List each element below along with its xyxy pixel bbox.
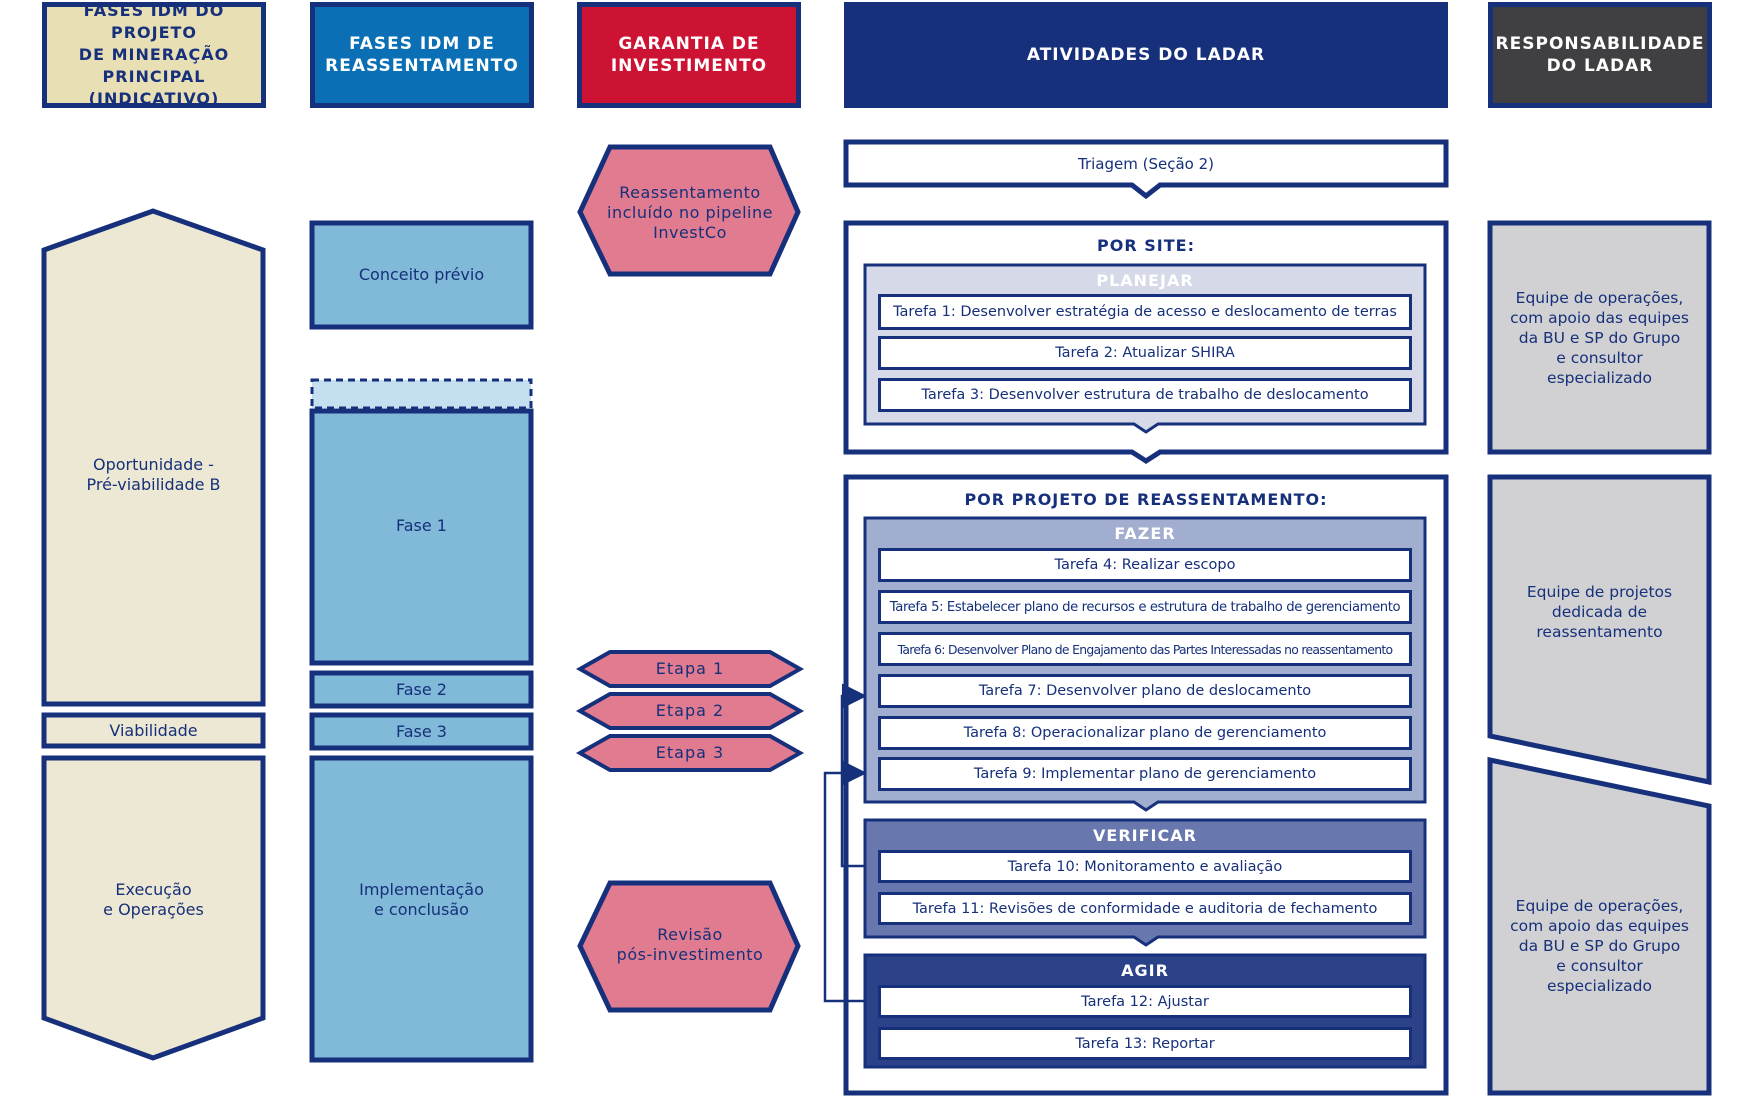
- task-6: Tarefa 6: Desenvolver Plano de Engajamen…: [878, 632, 1412, 666]
- task-8: Tarefa 8: Operacionalizar plano de geren…: [878, 716, 1412, 750]
- phase-placeholder-dashed: [310, 378, 533, 410]
- task-11: Tarefa 11: Revisões de conformidade e au…: [878, 892, 1412, 925]
- feasibility-label: Viabilidade: [109, 720, 198, 740]
- responsibility-ops2-shape: [1487, 756, 1712, 1096]
- concept-phase-shape: [309, 220, 534, 330]
- header-ladar-responsibility: RESPONSABILIDADE DO LADAR: [1488, 2, 1712, 108]
- task-3: Tarefa 3: Desenvolver estrutura de traba…: [878, 378, 1412, 412]
- stage1-label: Etapa 1: [655, 659, 725, 678]
- header-resettlement-phases: FASES IDM DE REASSENTAMENTO: [310, 2, 534, 108]
- task-10: Tarefa 10: Monitoramento e avaliação: [878, 850, 1412, 883]
- responsibility-ops2-label: Equipe de operações, com apoio das equip…: [1510, 897, 1689, 995]
- implementation-phase-shape: [309, 755, 534, 1063]
- header-investment-assurance: GARANTIA DE INVESTIMENTO: [577, 2, 801, 108]
- opportunity-label: Oportunidade - Pré-viabilidade B: [86, 455, 221, 494]
- stage1-shape: [575, 650, 805, 688]
- task-4: Tarefa 4: Realizar escopo: [878, 548, 1412, 582]
- task-13: Tarefa 13: Reportar: [878, 1027, 1412, 1060]
- review-hexagon: [577, 880, 801, 1013]
- implementation-label: Implementação e conclusão: [359, 880, 484, 919]
- per-site-title: POR SITE:: [1097, 235, 1195, 255]
- task-2: Tarefa 2: Atualizar SHIRA: [878, 336, 1412, 370]
- pipeline-label: Reassentamento incluído no pipeline Inve…: [607, 182, 773, 242]
- screening-label: Triagem (Seção 2): [1078, 154, 1214, 173]
- task-9: Tarefa 9: Implementar plano de gerenciam…: [878, 757, 1412, 791]
- phase2-shape: [309, 670, 534, 709]
- pipeline-hexagon: [577, 144, 801, 277]
- feedback-arrow-act-to-t9: [823, 760, 867, 1003]
- stage3-shape: [575, 734, 805, 772]
- phase1-shape: [309, 408, 534, 666]
- execution-phase-shape: [41, 755, 266, 1061]
- responsibility-projects-shape: [1487, 474, 1712, 786]
- header-mining-phases: FASES IDM DO PROJETO DE MINERAÇÃO PRINCI…: [42, 1, 266, 108]
- phase3-label: Fase 3: [396, 721, 447, 741]
- responsibility-ops1-label: Equipe de operações, com apoio das equip…: [1510, 289, 1689, 387]
- task-7: Tarefa 7: Desenvolver plano de deslocame…: [878, 674, 1412, 708]
- opportunity-phase-shape: [41, 208, 266, 707]
- stage3-label: Etapa 3: [655, 743, 725, 762]
- do-label: FAZER: [1114, 523, 1176, 543]
- stage2-label: Etapa 2: [655, 701, 725, 720]
- act-label: AGIR: [1121, 960, 1169, 980]
- phase1-label: Fase 1: [396, 516, 447, 535]
- responsibility-projects-label: Equipe de projetos dedicada de reassenta…: [1526, 583, 1673, 641]
- stage2-shape: [575, 692, 805, 730]
- header-ladar-activities: ATIVIDADES DO LADAR: [844, 2, 1448, 108]
- task-1: Tarefa 1: Desenvolver estratégia de aces…: [878, 294, 1412, 330]
- per-project-title: POR PROJETO DE REASSENTAMENTO:: [964, 489, 1328, 509]
- screening-box: [843, 139, 1449, 200]
- phase2-label: Fase 2: [396, 679, 447, 699]
- phase3-shape: [309, 712, 534, 751]
- task-12: Tarefa 12: Ajustar: [878, 985, 1412, 1018]
- task-5: Tarefa 5: Estabelecer plano de recursos …: [878, 590, 1412, 624]
- check-label: VERIFICAR: [1093, 825, 1197, 845]
- execution-label: Execução e Operações: [103, 880, 204, 919]
- feasibility-phase-shape: [41, 712, 266, 749]
- plan-label: PLANEJAR: [1096, 270, 1194, 290]
- concept-label: Conceito prévio: [358, 265, 485, 284]
- responsibility-ops1-shape: [1487, 220, 1712, 455]
- review-label: Revisão pós-investimento: [616, 925, 764, 964]
